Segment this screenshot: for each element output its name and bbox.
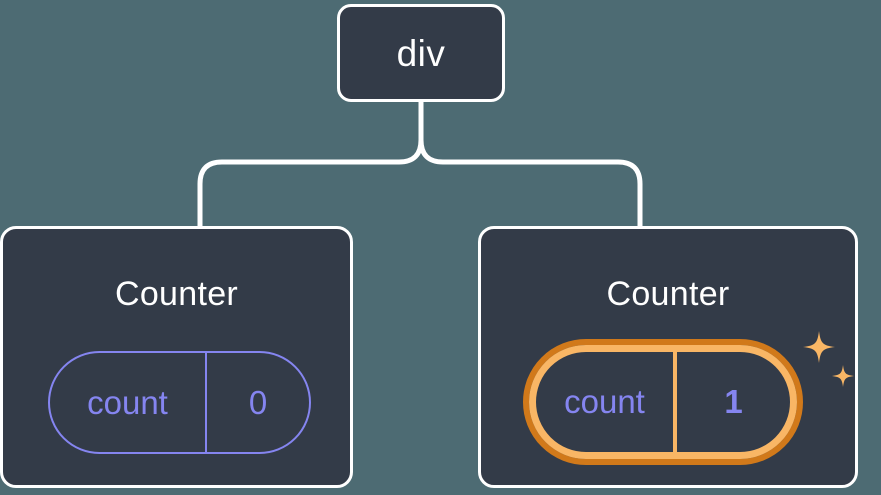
- counter-left-state-pill[interactable]: count 0: [48, 351, 311, 454]
- counter-left-title: Counter: [114, 275, 239, 313]
- counter-left-state-key: count: [50, 353, 207, 452]
- highlight-ring-outer: [523, 339, 803, 465]
- counter-right-title: Counter: [606, 275, 730, 313]
- counter-right-state-pill[interactable]: count 1: [523, 339, 803, 465]
- node-div[interactable]: div: [337, 4, 505, 102]
- counter-right-state-value: 1: [724, 383, 743, 420]
- counter-left-state-value: 0: [248, 383, 268, 421]
- counter-right-state-key: count: [536, 352, 677, 452]
- connector-to-right-counter: [418, 99, 643, 229]
- sparkles-icon: [803, 331, 854, 387]
- node-counter-right[interactable]: Counter count 1: [478, 226, 858, 488]
- node-div-label: div: [396, 32, 446, 74]
- highlight-ring-inner: count 1: [529, 345, 797, 459]
- node-counter-left[interactable]: Counter count 0: [0, 226, 353, 488]
- connector-to-left-counter: [197, 99, 424, 229]
